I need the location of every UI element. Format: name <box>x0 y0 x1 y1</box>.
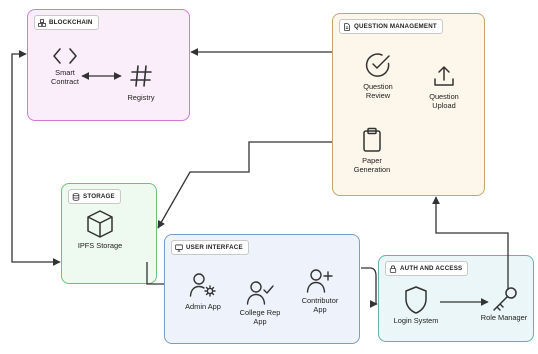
contributor-app-label-2: App <box>313 304 327 314</box>
key-icon <box>493 287 517 311</box>
hash-icon <box>130 65 152 87</box>
question-management-title: QUESTION MANAGEMENT <box>354 23 437 30</box>
contributor-app-node[interactable]: Contributor App <box>295 268 345 314</box>
check-circle-icon <box>365 53 390 77</box>
user-gear-icon <box>189 273 216 297</box>
user-check-icon <box>246 281 274 305</box>
smart-contract-node[interactable]: Smart Contract <box>42 46 88 86</box>
code-icon <box>53 48 77 64</box>
paper-generation-label-1: Paper <box>362 156 382 165</box>
auth-access-title: AUTH AND ACCESS <box>400 265 463 272</box>
blockchain-title: BLOCKCHAIN <box>49 19 93 26</box>
smart-contract-label-1: Smart <box>55 68 75 77</box>
admin-app-node[interactable]: Admin App <box>178 272 228 312</box>
user-interface-group: USER INTERFACE <box>164 234 360 344</box>
college-rep-app-node[interactable]: College Rep App <box>233 280 287 326</box>
user-plus-icon <box>306 269 333 293</box>
login-system-label: Login System <box>393 316 439 325</box>
storage-header: STORAGE <box>68 189 121 204</box>
college-rep-app-label-2: App <box>253 316 267 326</box>
registry-node[interactable]: Registry <box>118 64 164 103</box>
ipfs-storage-node[interactable]: IPFS Storage <box>70 209 130 251</box>
connector-storage-ui <box>146 262 164 285</box>
ipfs-storage-label: IPFS Storage <box>77 241 123 250</box>
user-interface-title: USER INTERFACE <box>186 244 243 251</box>
role-manager-node[interactable]: Role Manager <box>476 286 532 323</box>
paper-generation-node[interactable]: Paper Generation <box>347 127 397 174</box>
smart-contract-label-2: Contract <box>51 76 79 86</box>
login-system-node[interactable]: Login System <box>388 285 444 326</box>
monitor-icon <box>175 244 183 252</box>
shield-icon <box>405 286 427 314</box>
question-upload-label-2: Upload <box>432 100 456 110</box>
cube-icon <box>87 210 113 238</box>
registry-label: Registry <box>127 93 155 102</box>
document-icon <box>344 22 350 31</box>
contributor-app-label-1: Contributor <box>301 296 339 305</box>
blockchain-icon <box>38 18 46 27</box>
question-management-header: QUESTION MANAGEMENT <box>339 19 443 34</box>
question-upload-node[interactable]: Question Upload <box>419 64 469 110</box>
role-manager-label: Role Manager <box>480 313 528 322</box>
connector-ui-auth <box>361 267 378 308</box>
blockchain-header: BLOCKCHAIN <box>34 15 99 30</box>
connector-role-question <box>432 196 509 290</box>
lock-icon <box>389 264 397 273</box>
question-management-group: QUESTION MANAGEMENT <box>332 13 485 196</box>
upload-icon <box>434 66 454 86</box>
question-review-label-1: Question <box>363 82 393 91</box>
connector-blockchain-storage <box>11 50 61 266</box>
admin-app-label: Admin App <box>185 302 221 311</box>
storage-title: STORAGE <box>83 193 115 200</box>
auth-access-header: AUTH AND ACCESS <box>385 261 469 276</box>
college-rep-app-label-1: College Rep <box>239 308 281 317</box>
question-upload-label-1: Question <box>429 92 459 101</box>
database-icon <box>72 192 80 201</box>
question-review-node[interactable]: Question Review <box>353 51 403 100</box>
connector-question-storage <box>157 141 332 229</box>
clipboard-icon <box>363 127 381 152</box>
storage-group: STORAGE <box>61 183 157 284</box>
paper-generation-label-2: Generation <box>353 164 391 174</box>
user-interface-header: USER INTERFACE <box>171 240 249 255</box>
question-review-label-2: Review <box>365 90 391 100</box>
